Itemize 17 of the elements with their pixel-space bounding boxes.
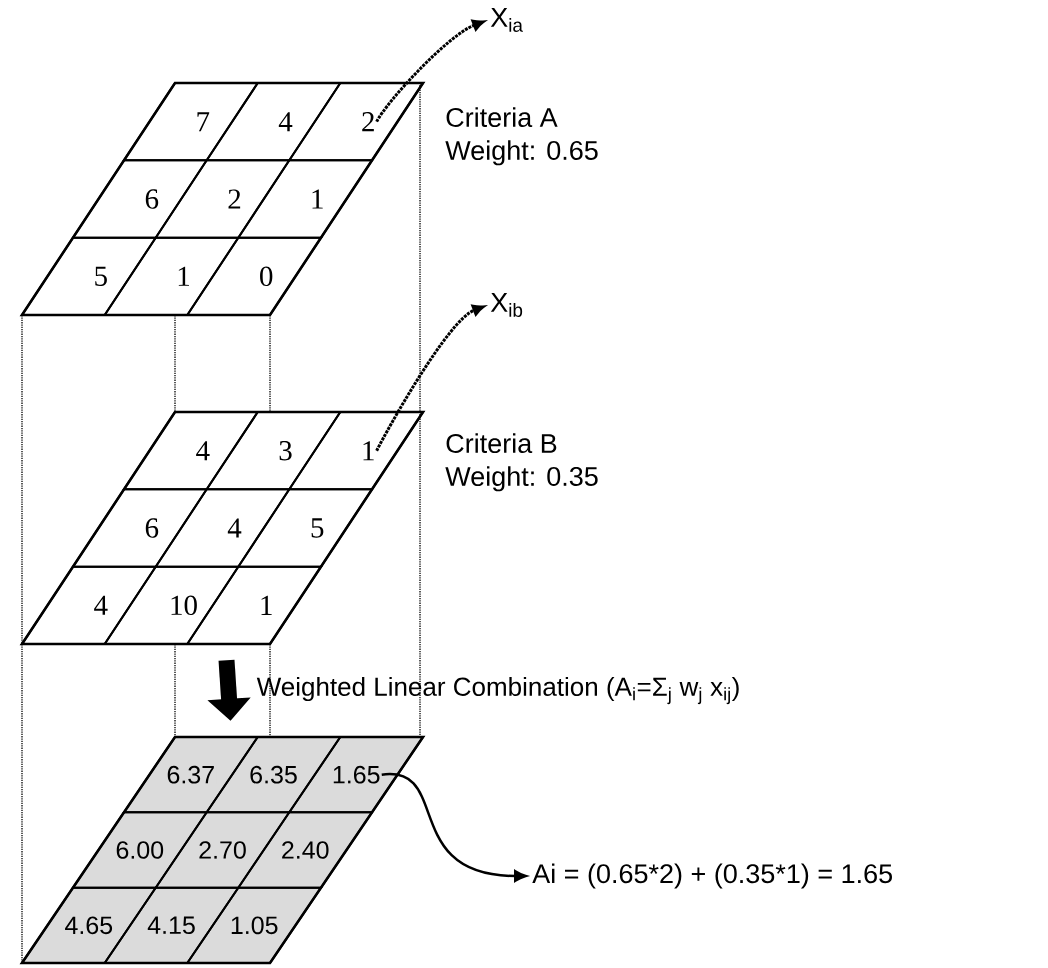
projection-line bbox=[174, 314, 176, 413]
arrow bbox=[375, 304, 485, 452]
edge-label: Weighted Linear Combination (A$_{i}$=Σ$_{j}$ w$_{j}$ x$_{ij}$) bbox=[254, 674, 743, 707]
node-label: Criteria A bbox=[446, 107, 558, 128]
node-label: Criteria B bbox=[446, 433, 557, 454]
node-label: Weight: 0.65 bbox=[445, 140, 598, 166]
label-text: Ai = (0.65*2) + (0.35*1) = 1.65 bbox=[532, 863, 892, 889]
arrow bbox=[375, 19, 485, 123]
projection-line bbox=[269, 643, 271, 738]
projection-line bbox=[174, 643, 176, 738]
projection-line bbox=[21, 314, 23, 964]
projection-line bbox=[419, 82, 421, 738]
label-text: X$_{ia}$ bbox=[490, 8, 523, 32]
projection-line bbox=[269, 314, 271, 413]
arrow bbox=[381, 773, 527, 882]
label-text: X$_{ib}$ bbox=[490, 293, 523, 317]
node-label: Weight: 0.35 bbox=[445, 466, 598, 492]
